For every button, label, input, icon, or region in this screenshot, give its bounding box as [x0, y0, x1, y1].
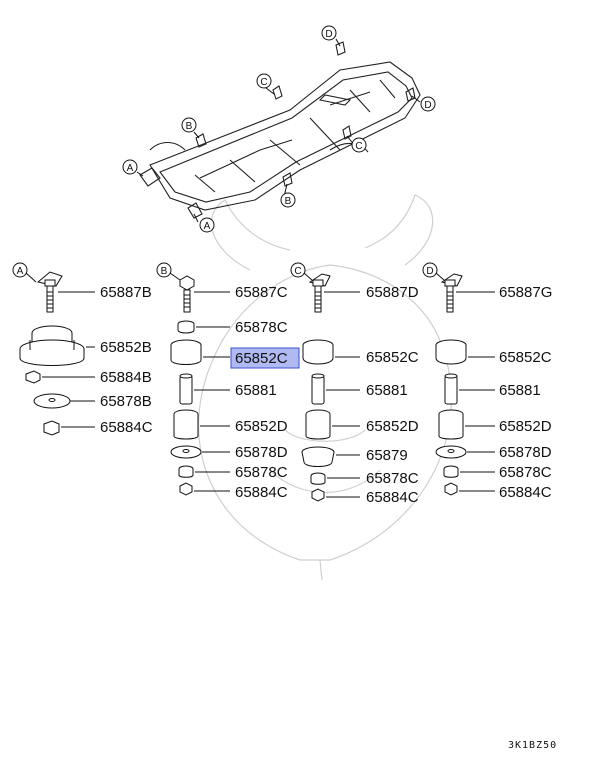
part-label[interactable]: 65878C: [366, 470, 419, 487]
svg-text:C: C: [294, 266, 301, 277]
column-c: C 65887D 65852C 65881 65852D 65879: [290, 262, 419, 506]
frame-marker: D: [321, 25, 337, 41]
chassis-frame: [136, 38, 421, 223]
frame-marker: A: [122, 159, 138, 175]
part-label[interactable]: 65881: [499, 382, 541, 399]
part-label[interactable]: 65852D: [235, 418, 288, 435]
svg-text:A: A: [127, 163, 134, 174]
part-label[interactable]: 65887D: [366, 284, 419, 301]
frame-markers: D C D B C A B A: [122, 25, 436, 233]
part-label[interactable]: 65887G: [499, 284, 552, 301]
svg-text:C: C: [260, 77, 267, 88]
part-label[interactable]: 65878C: [499, 464, 552, 481]
svg-text:B: B: [285, 196, 292, 207]
frame-marker: B: [181, 117, 197, 133]
column-marker: B: [156, 262, 172, 278]
svg-text:C: C: [355, 141, 362, 152]
svg-text:B: B: [161, 266, 168, 277]
column-marker: D: [422, 262, 438, 278]
frame-marker: A: [199, 217, 215, 233]
part-label[interactable]: 65887B: [100, 284, 152, 301]
part-label[interactable]: 65881: [235, 382, 277, 399]
part-label[interactable]: 65878D: [235, 444, 288, 461]
highlighted-part-label[interactable]: 65852C: [235, 350, 288, 367]
part-label[interactable]: 65884C: [235, 484, 288, 501]
part-label[interactable]: 65878C: [235, 464, 288, 481]
part-label[interactable]: 65852C: [366, 349, 419, 366]
column-marker: A: [12, 262, 28, 278]
part-label[interactable]: 65879: [366, 447, 408, 464]
frame-marker: D: [420, 96, 436, 112]
part-label[interactable]: 65887C: [235, 284, 288, 301]
svg-text:D: D: [426, 266, 433, 277]
svg-text:A: A: [204, 221, 211, 232]
frame-marker: B: [280, 192, 296, 208]
part-label[interactable]: 65852D: [366, 418, 419, 435]
part-label[interactable]: 65852D: [499, 418, 552, 435]
column-marker: C: [290, 262, 306, 278]
svg-text:A: A: [17, 266, 24, 277]
part-label[interactable]: 65884B: [100, 369, 152, 386]
part-label[interactable]: 65878D: [499, 444, 552, 461]
part-label[interactable]: 65884C: [100, 419, 153, 436]
column-b: B 65887C 65878C 65852C 6: [156, 262, 288, 501]
part-label[interactable]: 65884C: [499, 484, 552, 501]
svg-text:D: D: [325, 29, 332, 40]
frame-marker: C: [351, 137, 367, 153]
part-label[interactable]: 65881: [366, 382, 408, 399]
svg-text:D: D: [424, 100, 431, 111]
svg-text:B: B: [186, 121, 193, 132]
part-label[interactable]: 65884C: [366, 489, 419, 506]
highlight-box: [230, 347, 300, 369]
part-label[interactable]: 65878B: [100, 393, 152, 410]
part-label[interactable]: 65878C: [235, 319, 288, 336]
part-label[interactable]: 65852B: [100, 339, 152, 356]
column-d: D 65887G 65852C 65881 65852D 65878D: [422, 262, 552, 501]
part-label[interactable]: 65852C: [499, 349, 552, 366]
diagram-code: 3K1BZ50: [508, 740, 557, 751]
frame-marker: C: [256, 73, 272, 89]
column-a: A 65887B 65852B 65884B 65878B 65884C: [12, 262, 153, 436]
